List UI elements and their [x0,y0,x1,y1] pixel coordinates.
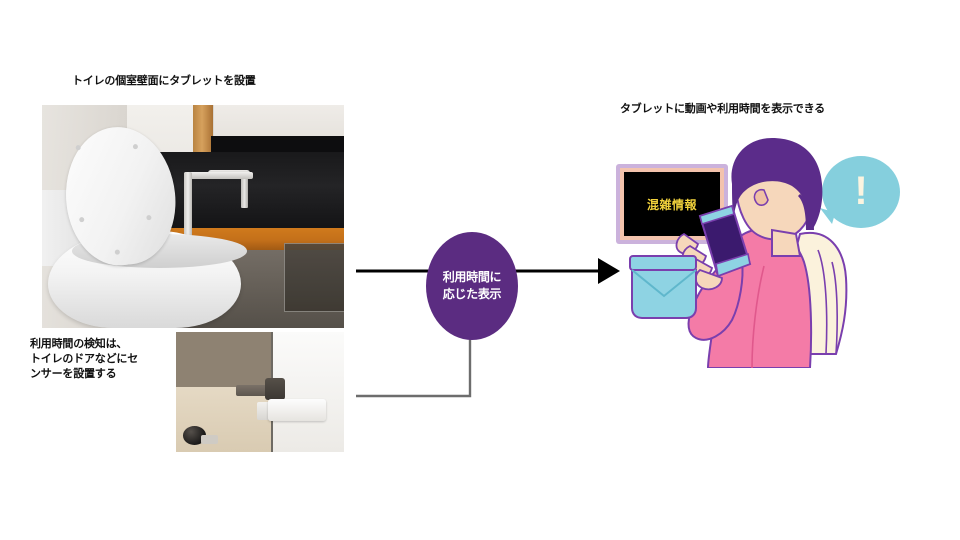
photo-door-latch-head [265,377,286,401]
photo-door-latch-arm [236,384,274,396]
process-node-label: 利用時間に 応じた表示 [442,269,502,301]
photo-grab-bar-vertical [183,171,192,266]
photo-lid-bolt [78,216,85,223]
door-sensor-photo [176,332,344,452]
photo-lid-bolt [75,144,82,151]
photo-sensor-device [268,399,326,421]
speech-bubble-body [822,156,900,228]
person-hand-with-phone [675,204,752,291]
caption-tablet-install: トイレの個室壁面にタブレットを設置 [72,75,256,87]
photo-wire-rack [283,243,344,313]
photo-sensor-magnet [256,401,272,420]
photo-lid-bolt [146,215,153,221]
photo-lid-bolt [115,249,121,255]
monitor-screen-text: 混雑情報 [646,197,697,212]
person-bag [629,255,697,319]
photo-lid-bolt [132,144,139,151]
photo-faucet-spout [241,171,248,208]
caption-sensor-install: 利用時間の検知は、 トイレのドアなどにセ ンサーを設置する [30,338,138,380]
exclamation-icon: ! [854,168,868,213]
person-hair [731,138,823,230]
process-node-usage-time-display: 利用時間に 応じた表示 [426,232,518,340]
caption-display-capability: タブレットに動画や利用時間を表示できる [620,103,825,115]
usage-illustration: 混雑情報 ! [604,138,914,368]
wall-monitor: 混雑情報 [616,164,728,244]
person-illustration [629,138,848,368]
photo-grab-bar-horizontal [183,171,254,180]
toilet-stall-photo [42,105,344,328]
photo-door-stopper-stem [201,435,218,444]
photo-wall-beige [176,332,274,390]
photo-door-stopper [182,425,207,445]
speech-bubble: ! [816,156,900,228]
